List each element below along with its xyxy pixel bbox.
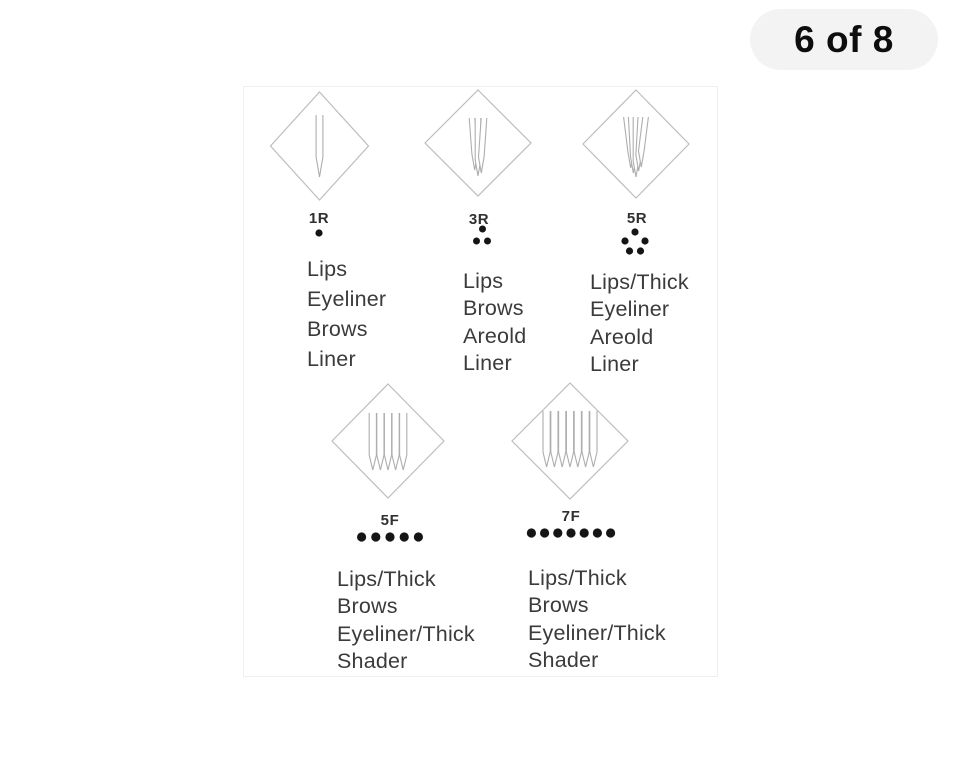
use-label: Eyeliner/Thick (528, 620, 666, 645)
needle-illustration-7F (581, 411, 590, 468)
needle-illustration-3R (477, 117, 488, 174)
needle-dot-5R (636, 247, 645, 255)
needle-code-label-5F: 5F (380, 512, 400, 529)
use-label: Shader (528, 647, 599, 672)
needle-dot-7F (540, 528, 550, 538)
needle-dot-7F (606, 528, 616, 538)
needle-dot-5R (625, 247, 634, 255)
use-label: Areold (463, 323, 527, 348)
needle-code-label-3R: 3R (468, 211, 490, 228)
use-label: Brows (528, 593, 589, 618)
use-label: Lips/Thick (528, 566, 627, 590)
use-label: Brows (337, 594, 398, 619)
needle-illustration-7F (565, 411, 575, 468)
needle-dot-5F (385, 532, 395, 542)
use-label: Eyeliner (590, 297, 670, 322)
use-label: Areold (590, 324, 654, 349)
needle-dot-3R (473, 237, 480, 245)
needle-dot-7F (592, 528, 603, 538)
use-label: Eyeliner/Thick (337, 621, 475, 646)
needle-code-label-1R: 1R (308, 210, 330, 227)
needle-dot-5F (399, 532, 409, 542)
use-label: Liner (307, 347, 356, 371)
needle-dot-5R (641, 237, 649, 245)
needle-illustration-5R (637, 116, 649, 168)
needle-code-label-7F: 7F (561, 508, 581, 525)
image-counter-text: 6 of 8 (794, 18, 894, 60)
needle-code-label-5R: 5R (626, 210, 648, 227)
use-label: Brows (307, 317, 368, 341)
needle-dot-5F (371, 532, 381, 542)
needle-dot-5R (631, 228, 639, 236)
use-label: Lips (463, 269, 504, 293)
needle-dot-5F (413, 532, 423, 542)
use-label: Liner (590, 351, 639, 376)
use-label: Brows (463, 296, 524, 321)
needle-illustration-7F (542, 411, 551, 468)
needle-dot-7F (579, 528, 589, 538)
needle-dot-1R (315, 229, 323, 237)
needle-illustration-7F (550, 411, 559, 468)
needle-illustration-5F (391, 413, 400, 471)
needle-dot-7F (526, 528, 537, 538)
use-label: Liner (463, 350, 512, 375)
needle-illustration-5F (383, 413, 393, 471)
needle-illustration-5F (376, 413, 385, 471)
needle-illustration-7F (558, 411, 567, 468)
needle-dot-5R (621, 237, 629, 245)
needle-dot-7F (553, 528, 563, 538)
needle-illustration-5F (368, 413, 377, 471)
needle-dot-3R (484, 237, 491, 245)
use-label: Shader (337, 648, 408, 673)
needle-illustration-5F (399, 413, 408, 471)
use-label: Lips/Thick (337, 567, 436, 591)
needle-illustration-7F (573, 411, 582, 468)
image-counter-badge: 6 of 8 (750, 9, 938, 70)
use-label: Eyeliner (307, 287, 387, 311)
use-label: Lips/Thick (590, 270, 689, 294)
use-label: Lips (307, 257, 348, 281)
needle-dot-3R (479, 225, 486, 233)
needle-illustration-1R (315, 115, 324, 178)
needle-dot-5F (357, 532, 367, 542)
needle-illustration-7F (589, 411, 598, 468)
needle-dot-7F (566, 528, 576, 538)
